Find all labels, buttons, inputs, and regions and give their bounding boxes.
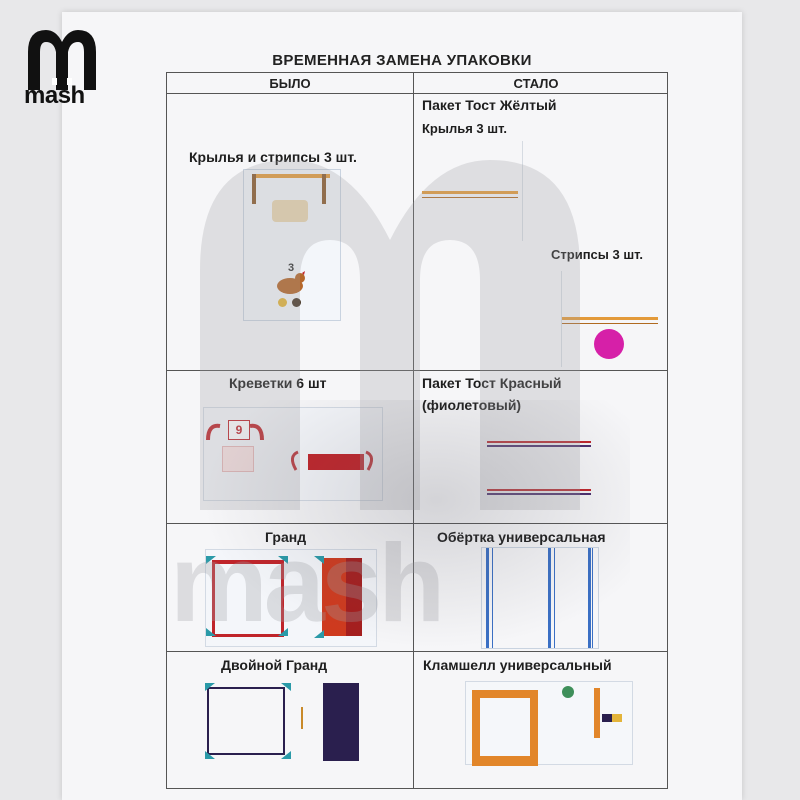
corner-tab [314,556,324,564]
clamshell-print [562,686,574,698]
wings-strips-box-image: 3 [243,169,341,321]
row-divider [167,651,667,652]
yellow-toast-bag-strips-image [561,271,662,367]
bag-stripe [487,441,591,443]
wrapper-stripe [592,548,593,648]
bag-stripe [562,317,658,320]
column-header-after: СТАЛО [513,76,559,91]
corner-tab [205,683,215,691]
chicken-icon [277,271,305,294]
mash-logo [28,30,96,90]
shrimp-icon [206,423,264,441]
box-print [222,446,254,472]
wrapper-stripe [486,548,489,648]
row1-before-label: Крылья и стрипсы 3 шт. [189,149,357,165]
shrimp-icon [291,450,373,471]
box-band [308,454,364,470]
wrapper-stripe [492,548,493,648]
box-print [272,200,308,222]
box-stripe [252,174,330,178]
box-outline [212,560,284,637]
sauce-icon [292,298,301,307]
bag-stripe [422,191,518,194]
row3-after-label: Обёртка универсальная [437,529,606,545]
yellow-toast-bag-wings-image [422,141,523,241]
badge-number: 3 [288,262,295,274]
box-outline [207,687,285,755]
row4-after-label: Кламшелл универсальный [423,657,612,673]
corner-tab [314,630,324,638]
wrapper-stripe [554,548,555,648]
badge-number: 9 [228,420,250,440]
mash-logo-text: mash [24,82,85,109]
corner-tab [281,683,291,691]
bag-stripe [422,197,518,198]
row1-after-sub2: Стрипсы 3 шт. [551,247,643,262]
row2-after-title: Пакет Тост Красный [422,375,562,391]
double-grand-box-image [205,677,375,771]
bag-stripe [562,323,658,324]
grand-box-image [205,549,377,647]
row-divider [167,523,667,524]
document-title: ВРЕМЕННАЯ ЗАМЕНА УПАКОВКИ [272,52,532,69]
sauce-icon [278,298,287,307]
column-divider [413,73,414,788]
corner-tab [206,628,216,636]
bag-stripe [487,489,591,491]
row2-before-label: Креветки 6 шт [229,375,327,391]
clamshell-outline [472,690,538,766]
corner-tab [205,751,215,759]
universal-wrapper-image [481,547,599,649]
box-band [346,558,362,636]
row1-after-title: Пакет Тост Жёлтый [422,97,557,113]
clamshell-print [612,714,622,722]
corner-tab [281,751,291,759]
wrapper-stripe [548,548,551,648]
shrimp-box-image: 9 [203,407,383,501]
magenta-dot [594,329,624,359]
universal-clamshell-image [465,681,633,766]
box-print [301,707,317,729]
header-divider [167,93,667,94]
bag-stripe [487,445,591,447]
column-header-before: БЫЛО [269,76,311,91]
row2-after-sub: (фиолетовый) [422,397,522,413]
row3-before-label: Гранд [265,529,307,545]
red-violet-toast-bag-image [487,433,591,513]
corner-tab [278,556,288,564]
clamshell-stripe [594,688,600,738]
row-divider [167,370,667,371]
row4-before-label: Двойной Гранд [221,657,328,673]
bag-stripe [487,493,591,495]
row1-after-sub1: Крылья 3 шт. [422,121,507,136]
wrapper-stripe [588,548,591,648]
box-stripe [322,174,326,204]
box-stripe [252,174,256,204]
replacement-table: БЫЛО СТАЛО Крылья и стрипсы 3 шт. Пакет … [166,72,668,789]
corner-tab [206,556,216,564]
clamshell-print [602,714,612,722]
document-sheet: ВРЕМЕННАЯ ЗАМЕНА УПАКОВКИ [62,12,742,800]
corner-tab [278,628,288,636]
box-band [323,683,359,761]
